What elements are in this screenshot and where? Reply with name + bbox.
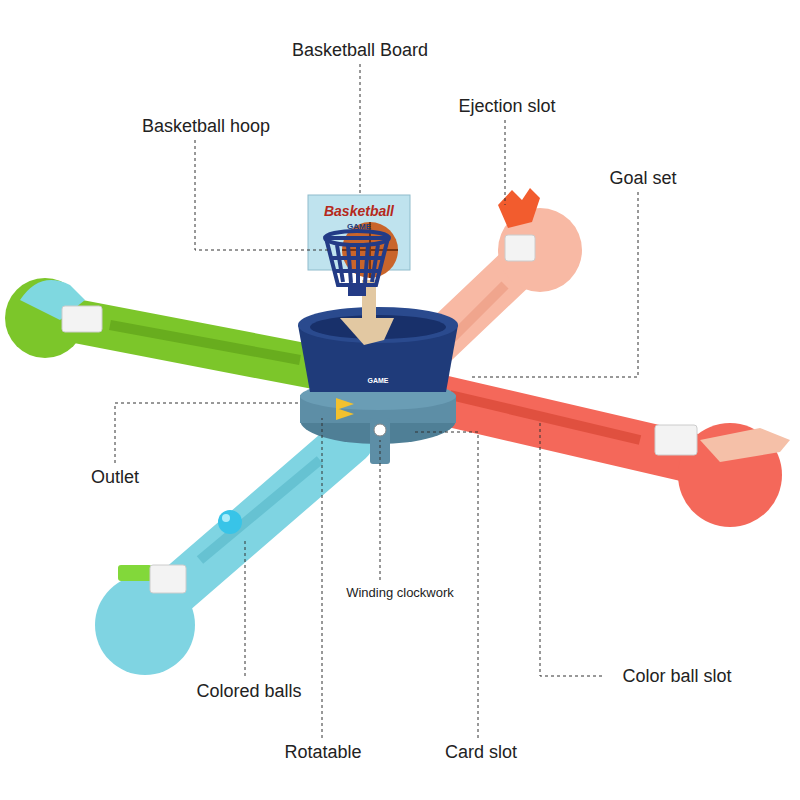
part-label: Rotatable xyxy=(284,742,361,763)
board-title: Basketball xyxy=(324,203,394,219)
part-label: Color ball slot xyxy=(622,666,731,687)
part-label: Outlet xyxy=(91,467,139,488)
basketball-hoop xyxy=(325,231,389,296)
part-label: Colored balls xyxy=(196,681,301,702)
part-label: Goal set xyxy=(609,168,676,189)
part-label: Basketball hoop xyxy=(142,116,270,137)
leader-lines xyxy=(115,64,638,738)
bowl-print: GAME xyxy=(368,377,389,385)
part-label: Ejection slot xyxy=(458,96,555,117)
red-arm xyxy=(420,395,790,527)
part-label: Basketball Board xyxy=(292,40,428,61)
part-label: Winding clockwork xyxy=(346,586,454,601)
board-subtitle: GAME xyxy=(347,222,371,231)
green-arm xyxy=(5,278,330,370)
part-label: Card slot xyxy=(445,742,517,763)
